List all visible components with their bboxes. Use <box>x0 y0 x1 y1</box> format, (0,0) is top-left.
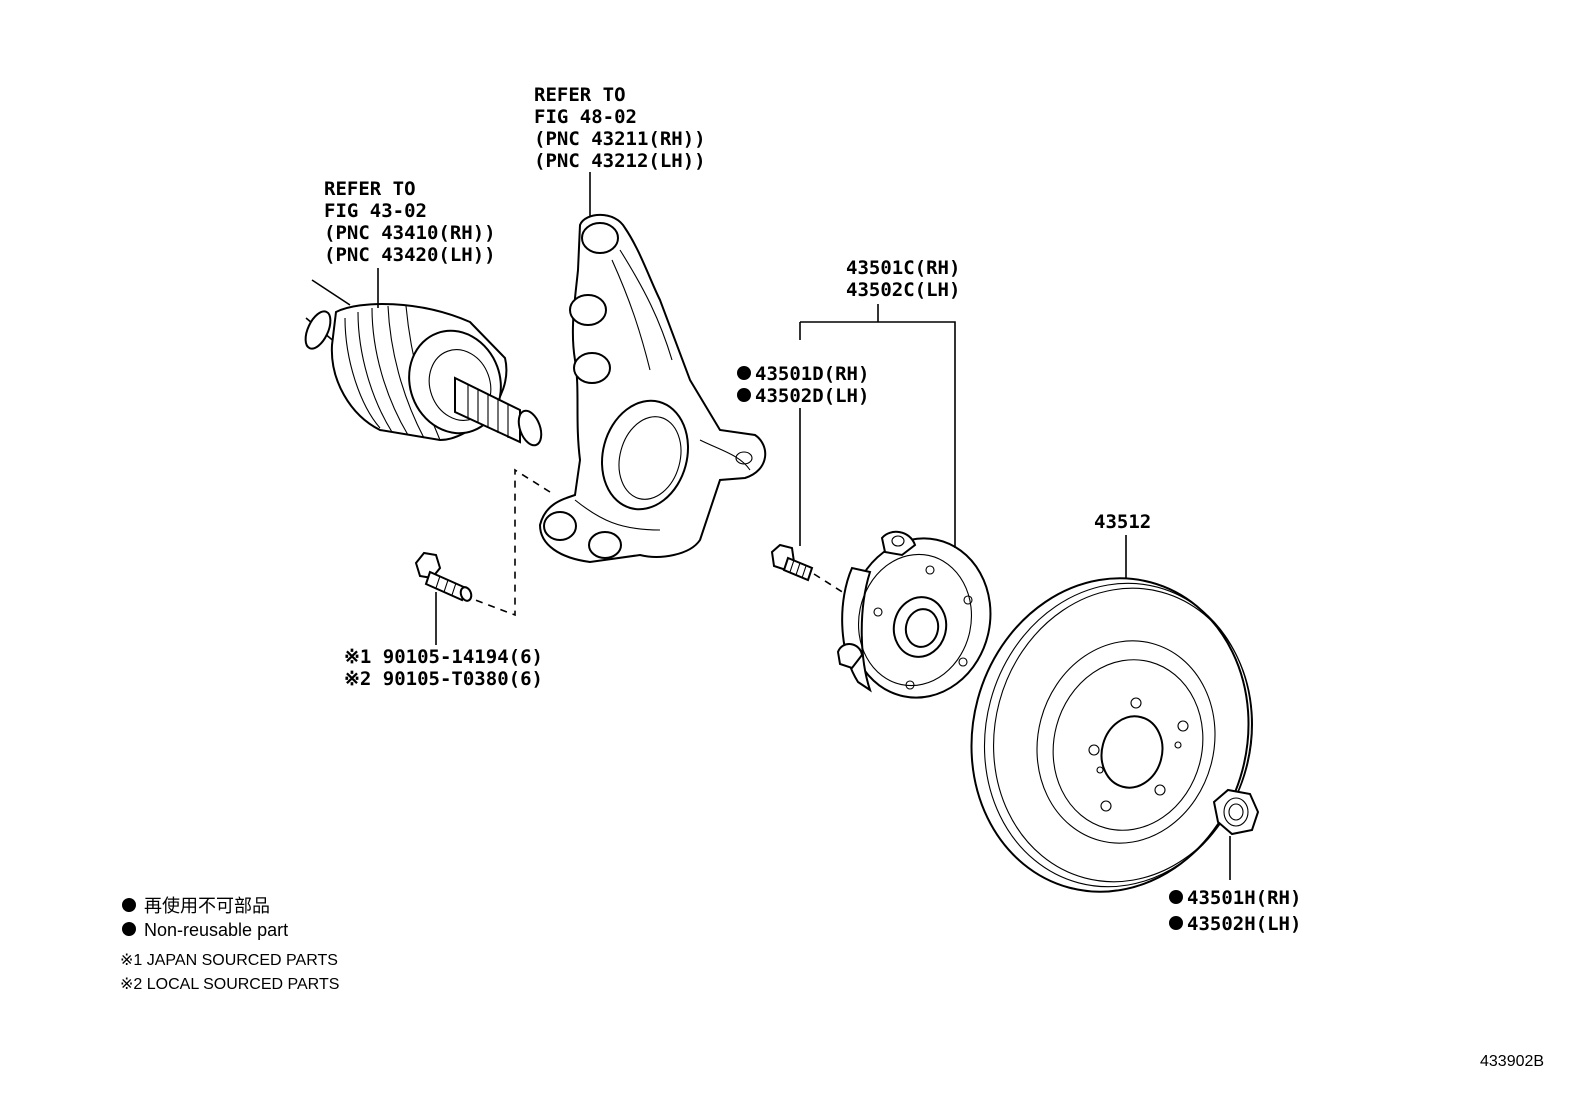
hub-nut-callout[interactable]: 43501H(RH) 43502H(LH) <box>1169 887 1301 935</box>
knuckle-bolt-callout[interactable]: ※1 90105-14194(6) ※2 90105-T0380(6) <box>344 646 543 690</box>
knuckle-callout-line1: REFER TO <box>534 84 626 106</box>
brake-disc-drawing[interactable] <box>937 535 1285 923</box>
hub-nut-callout-line1: 43501H(RH) <box>1187 887 1301 909</box>
hub-nut-drawing[interactable] <box>1212 788 1260 880</box>
hub-bolt-callout-line2: 43502D(LH) <box>755 385 869 407</box>
non-reusable-marker <box>122 922 136 936</box>
hub-assembly-callout-line1: 43501C(RH) <box>846 257 960 279</box>
axle-shaft-callout-line1: REFER TO <box>324 178 416 200</box>
axle-shaft-callout-line3: (PNC 43410(RH)) <box>324 222 496 244</box>
knuckle-bolt-assembly-path <box>469 468 551 617</box>
drive-shaft-drawing[interactable] <box>300 268 545 448</box>
axle-shaft-callout[interactable]: REFER TO FIG 43-02 (PNC 43410(RH)) (PNC … <box>324 178 496 266</box>
hub-assembly-callout-line2: 43502C(LH) <box>846 279 960 301</box>
knuckle-callout-line4: (PNC 43212(LH)) <box>534 150 706 172</box>
legend-non-reusable-jp: 再使用不可部品 <box>144 896 270 916</box>
knuckle-callout-line3: (PNC 43211(RH)) <box>534 128 706 150</box>
steering-knuckle-drawing[interactable] <box>538 172 767 564</box>
non-reusable-marker <box>122 898 136 912</box>
knuckle-bolt-callout-line1: ※1 90105-14194(6) <box>344 646 543 668</box>
hub-bearing-assembly-drawing[interactable] <box>799 304 1005 711</box>
hub-bolt-callout[interactable]: 43501D(RH) 43502D(LH) <box>737 363 869 407</box>
axle-shaft-callout-line2: FIG 43-02 <box>324 200 427 222</box>
non-reusable-marker <box>737 388 751 402</box>
non-reusable-marker <box>1169 916 1183 930</box>
legend-local-sourced: ※2 LOCAL SOURCED PARTS <box>120 976 339 993</box>
hub-assembly-callout[interactable]: 43501C(RH) 43502C(LH) <box>846 257 960 301</box>
legend-non-reusable-en: Non-reusable part <box>144 920 288 940</box>
hub-nut-callout-line2: 43502H(LH) <box>1187 913 1301 935</box>
legend: 再使用不可部品 Non-reusable part ※1 JAPAN SOURC… <box>120 896 339 993</box>
disc-callout[interactable]: 43512 <box>1094 511 1151 533</box>
non-reusable-marker <box>1169 890 1183 904</box>
knuckle-bolt-drawing[interactable] <box>414 551 473 645</box>
figure-code: 433902B <box>1480 1053 1544 1070</box>
knuckle-callout-line2: FIG 48-02 <box>534 106 637 128</box>
disc-callout-line1: 43512 <box>1094 511 1151 533</box>
knuckle-bolt-callout-line2: ※2 90105-T0380(6) <box>344 668 543 690</box>
knuckle-callout[interactable]: REFER TO FIG 48-02 (PNC 43211(RH)) (PNC … <box>534 84 706 172</box>
non-reusable-marker <box>737 366 751 380</box>
hub-bolt-drawing[interactable] <box>770 408 856 601</box>
hub-bolt-callout-line1: 43501D(RH) <box>755 363 869 385</box>
axle-shaft-callout-line4: (PNC 43420(LH)) <box>324 244 496 266</box>
legend-japan-sourced: ※1 JAPAN SOURCED PARTS <box>120 952 338 969</box>
